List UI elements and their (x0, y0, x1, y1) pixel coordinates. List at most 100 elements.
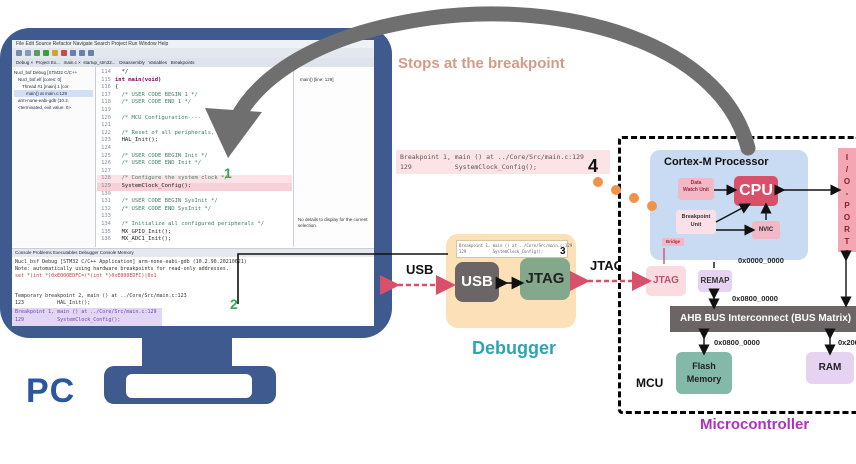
resume-icon[interactable] (52, 50, 58, 56)
ahb-address: 0x0800_0000 (732, 294, 778, 303)
console-line: set *(int *)0xE000EDFC=(*(int *)0xE000ED… (15, 273, 157, 279)
code-line[interactable]: 121 (97, 122, 292, 130)
line-number: 134 (101, 221, 111, 227)
trace-dot (593, 177, 603, 187)
ide-toolbar (12, 48, 374, 58)
io-ports-block: I / O - P O R T S (838, 148, 856, 258)
trace-dot (647, 201, 657, 211)
code-line[interactable]: 126 /* USER CODE END Init */ (97, 160, 292, 168)
debug-tree-item[interactable]: Nucl_bsf Debug [STM32 C/C++ (14, 70, 78, 75)
code-line[interactable]: 123 HAL_Init(); (97, 137, 292, 145)
line-number: 132 (101, 205, 111, 212)
code-text: /* USER CODE END 1 */ (115, 99, 192, 106)
ide-menu-bar[interactable]: File Edit Source Refactor Navigate Searc… (12, 40, 374, 48)
code-text: /* USER CODE BEGIN SysInit */ (115, 198, 218, 205)
ram-address: 0x200 (838, 338, 856, 347)
code-line[interactable]: 131 /* USER CODE BEGIN SysInit */ (97, 198, 292, 206)
breakpoint-line-1: Breakpoint 1, main () at ../Core/Src/mai… (400, 153, 584, 161)
step-return-icon[interactable] (88, 50, 94, 56)
jtag-connection-label: JTAG (590, 258, 624, 273)
code-line[interactable]: 127 (97, 168, 292, 176)
line-number: 126 (101, 160, 111, 167)
breakpoint-unit: Breakpoint Unit (676, 210, 716, 234)
step-over-icon[interactable] (79, 50, 85, 56)
debug-tree-item[interactable]: arm-none-eabi-gdb (10.2. (18, 98, 70, 103)
variables-pane: main() [line: 129] No details to display… (293, 67, 374, 247)
stops-label: Stops at the breakpoint (398, 55, 565, 72)
step-number-1: 1 (224, 165, 232, 181)
debug-tree-item[interactable]: <terminated, exit value: 0> (18, 105, 72, 110)
debug-tree-item[interactable]: Thread #1 [main] 1 [cor (22, 84, 69, 89)
code-line[interactable]: 116{ (97, 84, 292, 92)
line-number: 117 (101, 91, 111, 98)
remap-address: 0x0000_0000 (738, 256, 784, 265)
line-number: 118 (101, 99, 111, 106)
microcontroller-label: Microcontroller (700, 416, 810, 433)
code-line[interactable]: 128 /* Configure the system clock */ (97, 175, 292, 183)
code-line[interactable]: 130 (97, 191, 292, 199)
code-text: /* USER CODE BEGIN 1 */ (115, 91, 198, 98)
console-line: Nucl_bsf Debug [STM32 C/C++ Application]… (15, 259, 247, 265)
mcu-jtag-block: JTAG (646, 266, 686, 296)
line-number: 136 (101, 236, 111, 243)
line-number: 122 (101, 129, 111, 136)
breakpoint-return-arrowhead (205, 108, 262, 158)
code-line[interactable]: 132 /* USER CODE END SysInit */ (97, 206, 292, 214)
bpu-cpu-link (715, 203, 751, 223)
code-line[interactable]: 133 (97, 213, 292, 221)
variables-note: No details to display for the current se… (298, 217, 368, 228)
temp-breakpoint-line: Temporary breakpoint 2, main () at ../Co… (15, 293, 187, 299)
code-line[interactable]: 117 /* USER CODE BEGIN 1 */ (97, 92, 292, 100)
step-number-2: 2 (230, 296, 238, 312)
code-line[interactable]: 118 /* USER CODE END 1 */ (97, 99, 292, 107)
code-line[interactable]: 125 /* USER CODE BEGIN Init */ (97, 153, 292, 161)
line-number: 124 (101, 145, 111, 151)
bridge-block: Bridge (662, 238, 684, 246)
line-number: 120 (101, 114, 111, 121)
code-line[interactable]: 136 MX_ADC1_Init(); (97, 236, 292, 244)
code-text: */ (115, 69, 129, 75)
code-text: /* USER CODE BEGIN Init */ (115, 152, 208, 159)
nvic-block: NVIC (752, 221, 780, 239)
code-line[interactable]: 135 MX_GPIO_Init(); (97, 229, 292, 237)
code-line[interactable]: 124 (97, 145, 292, 153)
debug-tree-item[interactable]: main() at main.c:129 (14, 90, 93, 97)
line-number: 123 (101, 137, 111, 144)
step-into-icon[interactable] (70, 50, 76, 56)
code-line[interactable]: 114 */ (97, 69, 292, 77)
breakpoint-message: Breakpoint 1, main () at ../Core/Src/mai… (396, 150, 610, 174)
code-line[interactable]: 119 (97, 107, 292, 115)
monitor-base-inner (126, 374, 252, 398)
code-line[interactable]: 129 SystemClock_Config(); (97, 183, 292, 191)
breakpoint-console-line: Breakpoint 1, main () at ../Core/Src/mai… (15, 309, 157, 315)
line-number: 114 (101, 69, 111, 75)
run-icon[interactable] (43, 50, 49, 56)
debugger-label: Debugger (472, 338, 557, 358)
code-text: MX_GPIO_Init(); (115, 228, 172, 235)
remap-block: REMAP (698, 270, 732, 292)
flash-memory-block: Flash Memory (676, 352, 732, 394)
line-number: 131 (101, 198, 111, 205)
debug-tree-item[interactable]: Nucl_bsf.elf [cores: 0] (18, 77, 62, 82)
debugger-message-1: Breakpoint 1, main () at ../Core/Src/mai… (459, 243, 573, 248)
variables-header[interactable]: main() [line: 129] (300, 77, 334, 82)
debug-icon[interactable] (34, 50, 40, 56)
ide-tab-bar[interactable]: Debug × Project Ex... main.c × startup_s… (12, 58, 374, 67)
ram-block: RAM (806, 352, 854, 384)
console-tabs[interactable]: Console Problems Executables Debugger Co… (12, 249, 374, 257)
data-watch-unit-label: Data Watch Unit (683, 180, 709, 193)
stop-icon[interactable] (61, 50, 67, 56)
code-text: /* MCU Configuration---- (115, 114, 202, 121)
code-line[interactable]: 120 /* MCU Configuration---- (97, 115, 292, 123)
new-icon[interactable] (16, 50, 22, 56)
save-icon[interactable] (25, 50, 31, 56)
flash-address: 0x0800_0000 (714, 338, 760, 347)
line-number: 135 (101, 228, 111, 235)
line-number: 133 (101, 213, 111, 220)
breakpoint-unit-label: Breakpoint Unit (681, 214, 711, 228)
cortex-title: Cortex-M Processor (664, 156, 769, 168)
line-number: 121 (101, 122, 111, 129)
console-line: Note: automatically using hardware break… (15, 266, 229, 272)
code-line[interactable]: 134 /* Initialize all configured periphe… (97, 221, 292, 229)
